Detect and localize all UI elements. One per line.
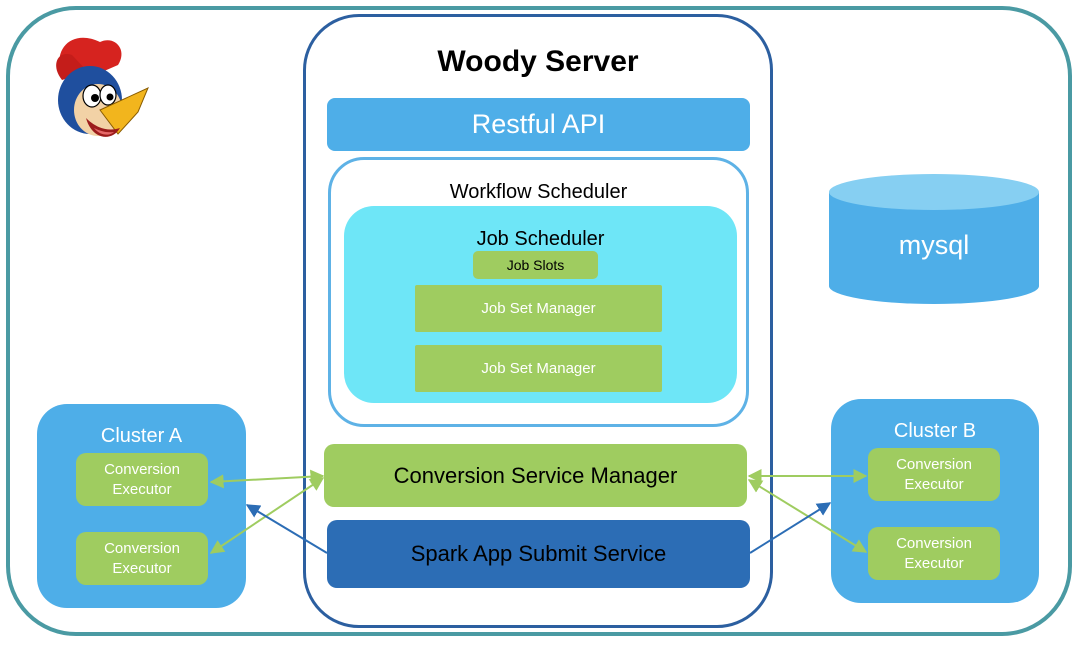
workflow-scheduler-label: Workflow Scheduler: [449, 181, 628, 203]
job-set-manager-2: Job Set Manager: [415, 345, 662, 392]
cluster-b-executor-1: Conversion Executor: [868, 448, 1000, 501]
arrow-csm-cluster-a-exec-1: [209, 469, 325, 489]
spark-app-submit-service-box: Spark App Submit Service: [327, 520, 750, 588]
cluster-b-label: Cluster B: [893, 420, 977, 442]
job-scheduler-label: Job Scheduler: [476, 228, 605, 250]
cluster-a-executor-1: Conversion Executor: [76, 453, 208, 506]
restful-api-box: Restful API: [327, 98, 750, 151]
cluster-b-executor-2: Conversion Executor: [868, 527, 1000, 580]
mysql-label: mysql: [898, 230, 970, 260]
conversion-service-manager-box: Conversion Service Manager: [324, 444, 747, 507]
database-cylinder-icon: [829, 174, 1039, 304]
job-slots-box: Job Slots: [473, 251, 598, 279]
cluster-a-executor-2: Conversion Executor: [76, 532, 208, 585]
job-set-manager-1: Job Set Manager: [415, 285, 662, 332]
woody-server-title: Woody Server: [437, 45, 639, 78]
arrow-spark-to-cluster-b: [749, 502, 832, 554]
arrow-spark-to-cluster-a: [245, 504, 328, 554]
arrow-csm-cluster-a-exec-2: [209, 477, 325, 554]
cluster-a-label: Cluster A: [100, 425, 183, 447]
